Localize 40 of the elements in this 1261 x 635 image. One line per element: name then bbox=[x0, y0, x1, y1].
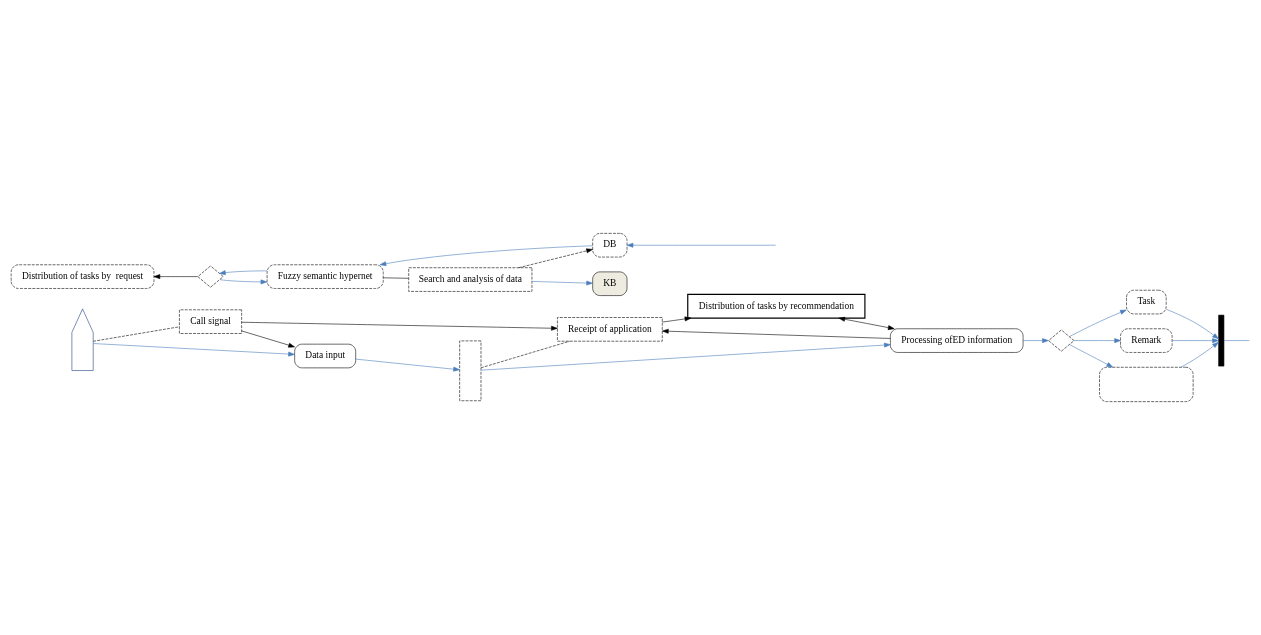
node-box: DB bbox=[592, 233, 628, 258]
arrow bbox=[1069, 344, 1114, 368]
arrow bbox=[241, 321, 558, 331]
arrow bbox=[626, 242, 776, 248]
node-box: Distribution of tasks by recommendation bbox=[687, 293, 866, 319]
arrow bbox=[518, 248, 593, 268]
node-box: Data input bbox=[294, 343, 356, 369]
arrow bbox=[1172, 338, 1219, 343]
arrow bbox=[1069, 309, 1127, 337]
node-box: Distribution of tasks by request bbox=[10, 264, 155, 289]
arrow bbox=[838, 316, 895, 330]
arrow bbox=[1073, 338, 1121, 343]
node-box: Task bbox=[1126, 289, 1167, 315]
arrow bbox=[355, 358, 460, 372]
node-box bbox=[1099, 366, 1194, 402]
node-box bbox=[459, 340, 482, 402]
arrow bbox=[219, 270, 268, 275]
arrow bbox=[480, 342, 891, 371]
arrow bbox=[531, 280, 593, 286]
node-box: Processing ofED information bbox=[890, 328, 1024, 353]
node-box: Fuzzy semantic hypernet bbox=[266, 264, 384, 289]
arrow bbox=[662, 316, 692, 323]
node-box: KB bbox=[592, 271, 628, 296]
arrow bbox=[241, 330, 295, 348]
arrow bbox=[1180, 342, 1219, 368]
node-box: Remark bbox=[1120, 328, 1173, 353]
node-box: Call signal bbox=[179, 309, 242, 334]
arrow bbox=[153, 274, 198, 279]
node-diamond bbox=[1048, 329, 1075, 352]
node-box: Search and analysis of data bbox=[408, 267, 533, 292]
arrow bbox=[1022, 338, 1049, 343]
arrow bbox=[662, 328, 891, 339]
node-box: Receipt of application bbox=[557, 317, 663, 342]
node-bar bbox=[1218, 314, 1225, 367]
arrow bbox=[379, 245, 593, 267]
arrow bbox=[219, 279, 268, 285]
node-pentagon bbox=[71, 308, 94, 371]
arrow bbox=[93, 343, 295, 357]
connector bbox=[1223, 340, 1250, 341]
arrow bbox=[1165, 308, 1219, 340]
